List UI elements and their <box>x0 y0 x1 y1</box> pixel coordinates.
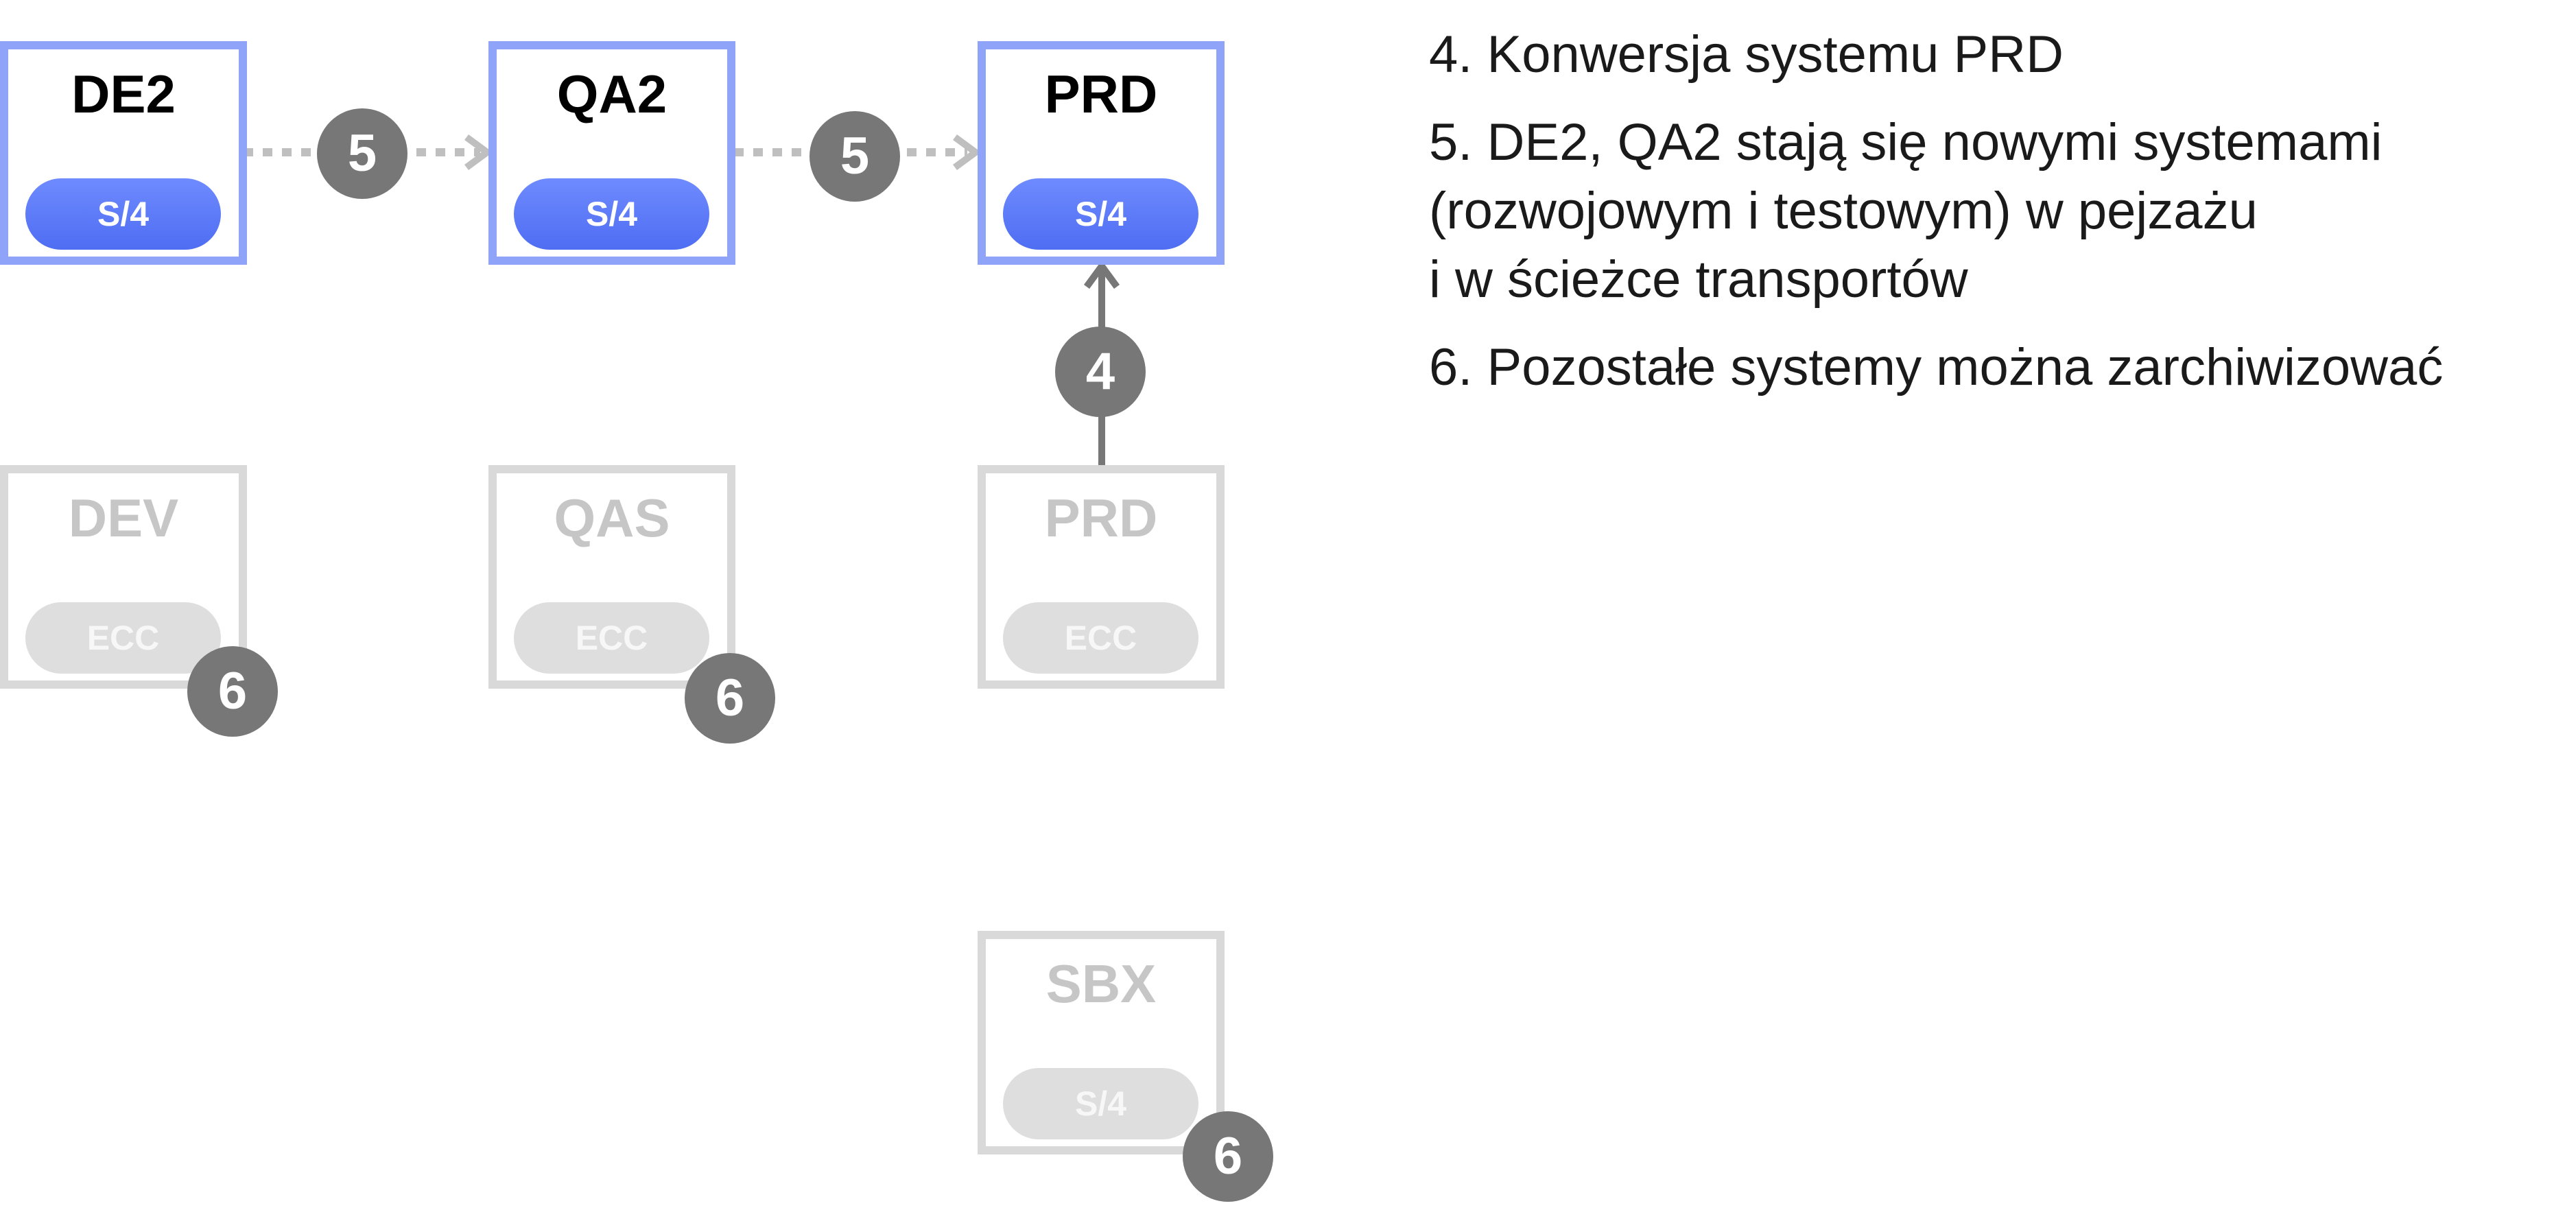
system-name: QA2 <box>556 64 667 124</box>
system-version-pill: S/4 <box>514 178 709 250</box>
system-name: QAS <box>554 488 670 548</box>
legend-item-5-line3: i w ścieżce transportów <box>1429 250 1968 309</box>
system-qa2: QA2 S/4 <box>488 41 735 265</box>
system-version-pill: S/4 <box>1003 1068 1198 1139</box>
legend-item-5-line1: 5. DE2, QA2 stają się nowymi systemami <box>1429 113 2383 171</box>
system-dev: DEV ECC <box>0 465 247 689</box>
step-badge-5: 5 <box>810 111 900 202</box>
step-badge-6: 6 <box>1183 1111 1273 1202</box>
legend-item-6: 6. Pozostałe systemy można zarchiwizować <box>1429 338 2444 396</box>
system-version-pill: ECC <box>514 602 709 674</box>
step-badge-5: 5 <box>317 108 407 199</box>
system-name: SBX <box>1045 953 1157 1014</box>
system-qas: QAS ECC <box>488 465 735 689</box>
legend-item-5-line2: (rozwojowym i testowym) w pejzażu <box>1429 182 2258 240</box>
system-version-pill: S/4 <box>25 178 221 250</box>
system-name: DEV <box>68 488 179 548</box>
legend-item-5: 5. DE2, QA2 stają się nowymi systemami (… <box>1429 108 2554 314</box>
legend-item-4: 4. Konwersja systemu PRD <box>1429 25 2064 84</box>
system-name: DE2 <box>71 64 176 124</box>
legend: 4. Konwersja systemu PRD 5. DE2, QA2 sta… <box>1429 21 2554 421</box>
system-version-pill: ECC <box>25 602 221 674</box>
system-prd-ecc: PRD ECC <box>978 465 1225 689</box>
step-badge-6: 6 <box>685 653 775 744</box>
system-sbx: SBX S/4 <box>978 931 1225 1154</box>
system-name: PRD <box>1044 488 1158 548</box>
step-badge-6: 6 <box>187 646 278 737</box>
system-prd-s4: PRD S/4 <box>978 41 1225 265</box>
step-badge-4: 4 <box>1055 327 1146 417</box>
system-version-pill: S/4 <box>1003 178 1198 250</box>
system-name: PRD <box>1044 64 1158 124</box>
system-version-pill: ECC <box>1003 602 1198 674</box>
system-de2: DE2 S/4 <box>0 41 247 265</box>
